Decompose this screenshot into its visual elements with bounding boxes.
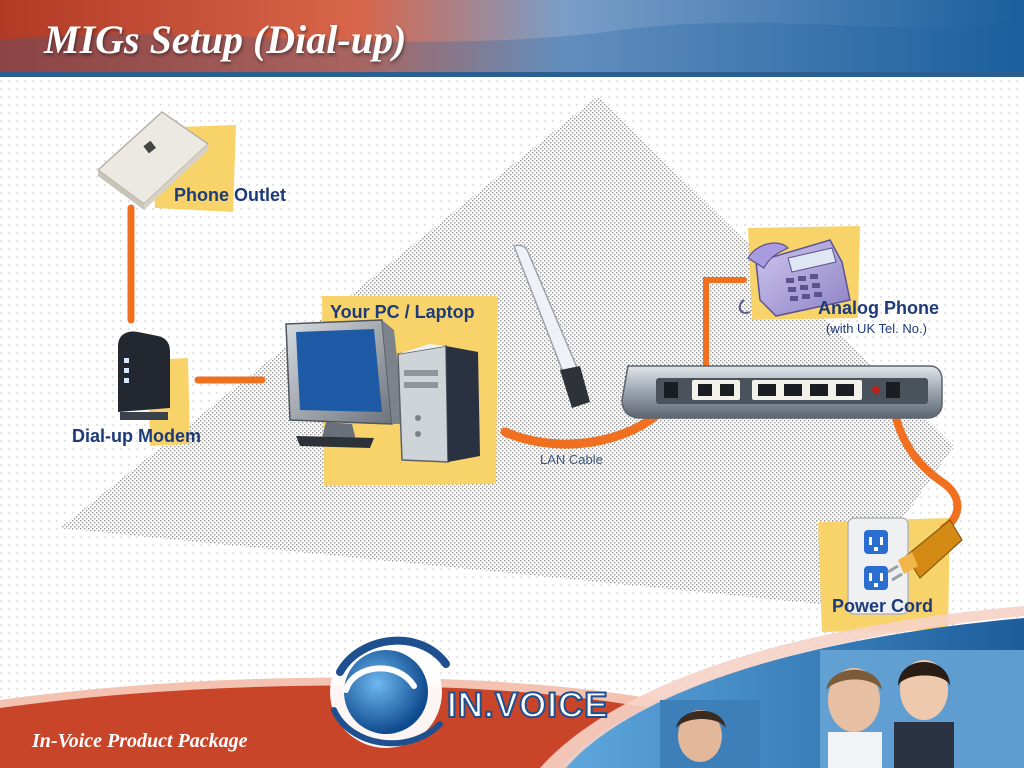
- phone-cable: [703, 277, 747, 395]
- lan-cable-label: LAN Cable: [540, 452, 603, 467]
- pc-laptop-label: Your PC / Laptop: [330, 302, 475, 322]
- photo-people-collage: [660, 650, 1024, 768]
- wireless-router-icon: [513, 244, 943, 419]
- power-outlet-icon: [847, 517, 963, 615]
- platform-shape: [60, 96, 954, 606]
- phone-outlet-label: Phone Outlet: [174, 185, 286, 205]
- brand-logo-text: IN.VOICE: [446, 685, 609, 726]
- in-voice-logo-icon: [330, 636, 450, 748]
- title-banner: [0, 0, 1024, 77]
- slide-title: MIGs Setup (Dial-up): [44, 17, 407, 62]
- analog-phone-sublabel: (with UK Tel. No.): [826, 321, 927, 336]
- analog-phone-label: Analog Phone: [818, 298, 939, 318]
- dial-up-modem-label: Dial-up Modem: [72, 426, 201, 446]
- power-cable: [888, 388, 962, 532]
- wall-phone-jack-icon: [96, 111, 210, 210]
- desktop-computer-icon: [285, 319, 480, 463]
- power-cord-label: Power Cord: [832, 596, 934, 616]
- modem-icon: [118, 331, 170, 420]
- telephone-icon: [738, 239, 851, 317]
- footer-text: In-Voice Product Package: [32, 730, 248, 752]
